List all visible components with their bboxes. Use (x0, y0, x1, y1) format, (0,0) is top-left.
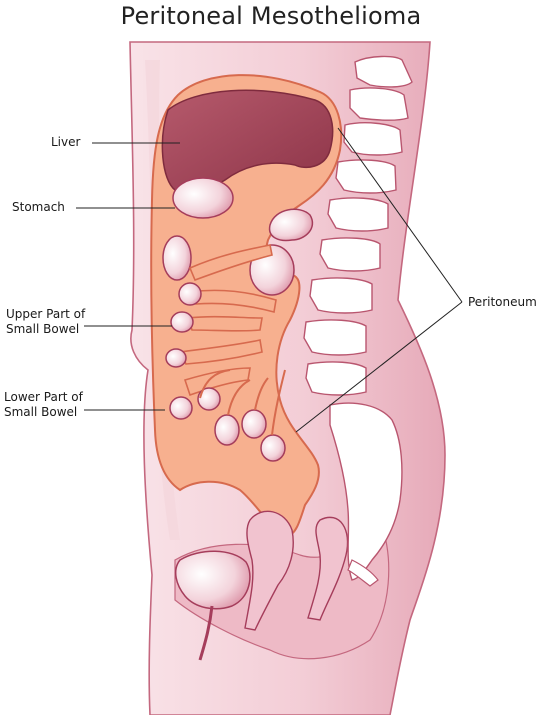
label-stomach: Stomach (12, 200, 65, 214)
label-lower-small-bowel: Lower Part of Small Bowel (4, 390, 83, 420)
peritoneum-leader-bottom (295, 301, 463, 433)
label-peritoneum: Peritoneum (468, 295, 537, 309)
colon-segment (162, 235, 192, 281)
leader-lines (76, 127, 463, 433)
diagram-title: Peritoneal Mesothelioma (120, 2, 422, 30)
duodenum (268, 208, 314, 242)
sacrum (329, 402, 403, 581)
label-lower-small-bowel-line1: Lower Part of (4, 390, 83, 404)
small-bowel-loops (165, 282, 286, 462)
bladder (174, 550, 251, 610)
label-upper-small-bowel: Upper Part of Small Bowel (6, 307, 85, 337)
coccyx (347, 559, 379, 587)
rectum (307, 516, 349, 621)
mesentery-folds (178, 244, 277, 397)
label-upper-small-bowel-line2: Small Bowel (6, 322, 80, 336)
label-upper-small-bowel-line1: Upper Part of (6, 307, 86, 321)
label-lower-small-bowel-line2: Small Bowel (4, 405, 78, 419)
bowel-tethers (199, 369, 286, 436)
stomach (172, 177, 234, 219)
label-liver: Liver (51, 135, 81, 149)
urethra (198, 605, 214, 661)
peritoneum-leader-top (337, 127, 463, 303)
uterus (244, 510, 294, 631)
spine (303, 55, 413, 396)
